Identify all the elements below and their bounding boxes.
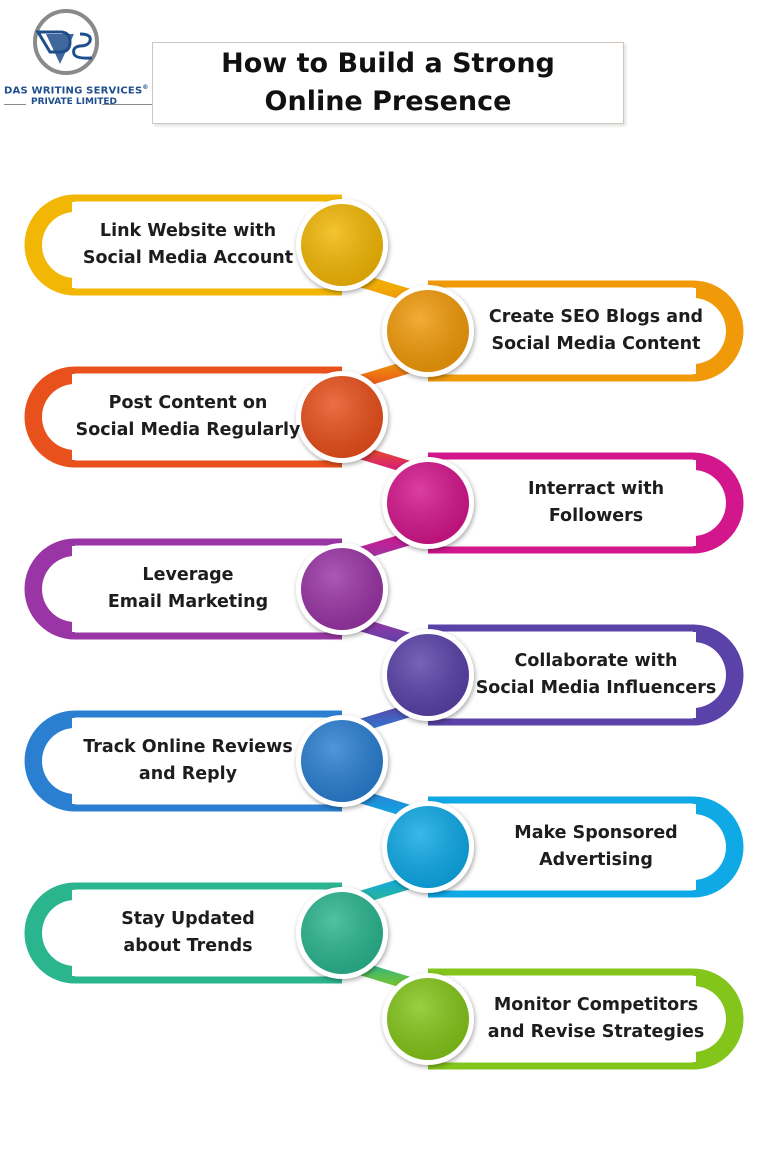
step-pill-cap xyxy=(693,972,740,1066)
step-4-label: Interract with Followers xyxy=(527,479,665,526)
step-2-label: Create SEO Blogs and Social Media Conten… xyxy=(488,307,704,354)
page-title: How to Build a Strong Online Presence xyxy=(221,48,555,117)
step-8-label: Make Sponsored Advertising xyxy=(514,823,678,870)
step-pill-cap xyxy=(693,456,740,550)
step-5-label: Leverage Email Marketing xyxy=(107,565,269,612)
step-pill-cap xyxy=(28,542,75,636)
step-6-label: Collaborate with Social Media Influencer… xyxy=(475,651,717,698)
step-7-label: Track Online Reviews and Reply xyxy=(83,737,293,784)
step-circle-gloss xyxy=(301,892,383,974)
step-5 xyxy=(24,538,388,640)
step-3 xyxy=(24,366,388,468)
step-10 xyxy=(382,968,744,1070)
step-circle-gloss xyxy=(387,978,469,1060)
logo-rule-right xyxy=(102,104,152,105)
step-circle-gloss xyxy=(301,548,383,630)
step-9 xyxy=(24,882,388,984)
step-circle-gloss xyxy=(301,376,383,458)
title-box: How to Build a Strong Online Presence xyxy=(152,42,624,124)
step-pill-cap xyxy=(693,800,740,894)
step-circle-gloss xyxy=(387,634,469,716)
step-pill-outline xyxy=(24,710,342,812)
step-circle-gloss xyxy=(301,204,383,286)
step-circle-gloss xyxy=(387,806,469,888)
step-pills xyxy=(24,194,744,1070)
step-pill-cap xyxy=(28,714,75,808)
das-logo-icon xyxy=(33,9,99,75)
company-name-line2: PRIVATE LIMITED xyxy=(30,97,118,107)
company-name-line1: DAS WRITING SERVICES® xyxy=(4,84,149,97)
step-8 xyxy=(382,796,744,898)
step-2 xyxy=(382,280,744,382)
logo-rule-left xyxy=(4,104,26,105)
step-circle-gloss xyxy=(387,290,469,372)
step-circle-gloss xyxy=(387,462,469,544)
step-pill-cap xyxy=(28,198,75,292)
company-logo: DAS WRITING SERVICES® PRIVATE LIMITED xyxy=(4,4,154,114)
step-pill-cap xyxy=(693,628,740,722)
step-7 xyxy=(24,710,388,812)
step-pill-cap xyxy=(28,886,75,980)
step-1 xyxy=(24,194,388,296)
step-9-label: Stay Updated about Trends xyxy=(121,909,255,956)
step-pill-cap xyxy=(693,284,740,378)
step-pill-cap xyxy=(28,370,75,464)
step-10-label: Monitor Competitors and Revise Strategie… xyxy=(487,995,705,1042)
step-3-label: Post Content on Social Media Regularly xyxy=(75,393,301,440)
step-1-label: Link Website with Social Media Account xyxy=(82,221,294,268)
step-4 xyxy=(382,452,744,554)
step-6 xyxy=(382,624,744,726)
step-circle-gloss xyxy=(301,720,383,802)
